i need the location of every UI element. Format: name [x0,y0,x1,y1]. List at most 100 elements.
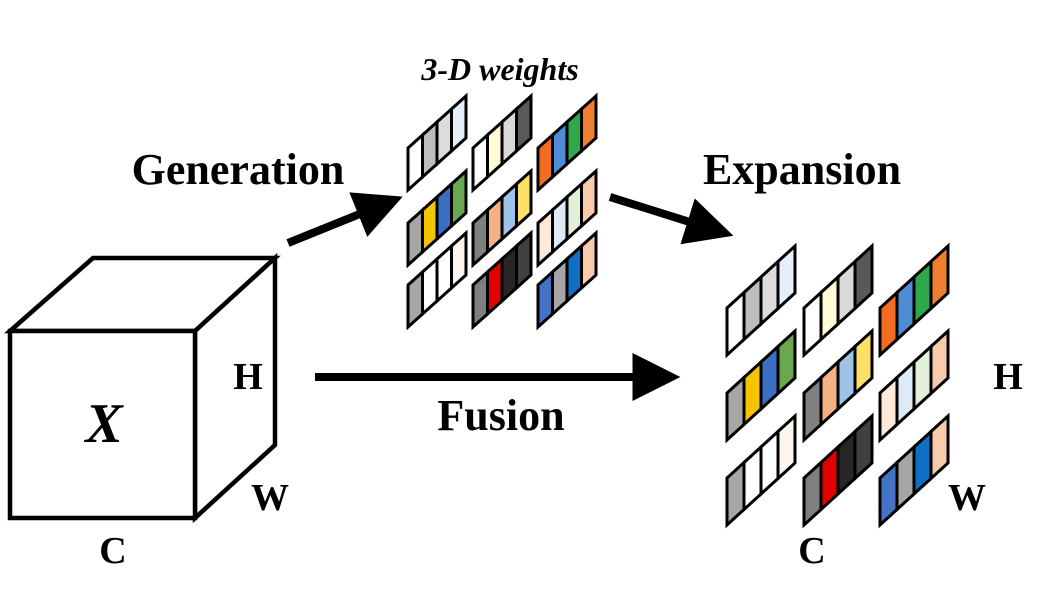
expansion-arrow [608,193,734,245]
weight-cell [500,180,518,243]
weight-cell [450,92,468,155]
generation-label: Generation [132,145,345,194]
weight-cell [536,206,554,269]
weight-cell [486,193,504,256]
weight-strip-5 [471,167,533,269]
expanded-strip-5 [802,327,874,444]
weight-strip-6 [536,167,598,269]
expanded-cell [836,428,857,498]
expanded-cell [853,327,874,397]
cube-variable-label: X [83,393,124,455]
expanded-strip-7 [725,412,797,529]
expanded-strip-9 [878,412,950,529]
expanded-cell [776,242,797,312]
weight-cell [486,255,504,318]
expanded-cell [776,327,797,397]
weight-cell [551,193,569,256]
output-dim-h-label: H [993,356,1023,398]
expansion-label: Expansion [703,145,901,194]
weight-cell [536,131,554,194]
expanded-strip-8 [802,412,874,529]
weight-strip-9 [536,229,598,331]
weight-cell [551,255,569,318]
weight-cell [471,131,489,194]
expanded-cell [895,443,916,513]
expanded-cell [912,258,933,328]
expanded-cell [912,428,933,498]
input-cube [4,252,281,524]
output-dim-c-label: C [798,530,825,572]
weight-cell [536,268,554,331]
expanded-cell [895,358,916,428]
generation-arrow [286,192,403,247]
expanded-cell [742,443,763,513]
expanded-strip-6 [878,327,950,444]
expanded-cell [759,258,780,328]
weights-grid [406,92,598,331]
weight-cell [580,229,598,292]
cube-front-face [7,328,198,521]
weight-strip-4 [406,167,468,269]
weight-cell [515,229,533,292]
expanded-cell [929,242,950,312]
expanded-cell [742,358,763,428]
expanded-cell [929,327,950,397]
weight-cell [406,206,424,269]
expanded-cell [742,273,763,343]
weight-cell [471,268,489,331]
expanded-cell [895,273,916,343]
weight-strip-3 [536,92,598,194]
expanded-cell [802,374,823,444]
expanded-strip-2 [802,242,874,359]
expanded-cell [836,258,857,328]
cube-dim-h-label: H [233,356,263,398]
output-dim-w-label: W [948,477,986,519]
weights-title: 3-D weights [420,51,578,87]
weight-cell [486,118,504,181]
cube-dim-w-label: W [251,477,289,519]
weight-cell [515,167,533,230]
expanded-cell [802,459,823,529]
weight-cell [435,242,453,305]
weight-cell [565,180,583,243]
expanded-cell [759,428,780,498]
weight-cell [580,92,598,155]
weight-cell [515,92,533,155]
weight-cell [450,229,468,292]
weight-cell [421,193,439,256]
weight-strip-1 [406,92,468,194]
expanded-cell [836,343,857,413]
expanded-weights-grid [725,242,950,529]
expanded-cell [819,443,840,513]
expanded-cell [853,242,874,312]
weight-cell [551,118,569,181]
expanded-cell [853,412,874,482]
expanded-strip-3 [878,242,950,359]
expanded-cell [878,459,899,529]
weight-strip-2 [471,92,533,194]
weight-strip-8 [471,229,533,331]
weight-cell [580,167,598,230]
weight-cell [406,131,424,194]
weight-cell [421,118,439,181]
weight-cell [471,206,489,269]
expanded-strip-4 [725,327,797,444]
weight-cell [565,242,583,305]
weight-cell [406,268,424,331]
cube-dim-c-label: C [99,530,126,572]
fusion-label: Fusion [437,391,564,440]
weight-cell [500,242,518,305]
expanded-cell [878,289,899,359]
weight-cell [435,105,453,168]
expanded-strip-1 [725,242,797,359]
expanded-cell [776,412,797,482]
weight-cell [450,167,468,230]
weight-cell [565,105,583,168]
expanded-cell [802,289,823,359]
expanded-cell [878,374,899,444]
expanded-cell [725,289,746,359]
weight-cell [421,255,439,318]
expanded-cell [759,343,780,413]
